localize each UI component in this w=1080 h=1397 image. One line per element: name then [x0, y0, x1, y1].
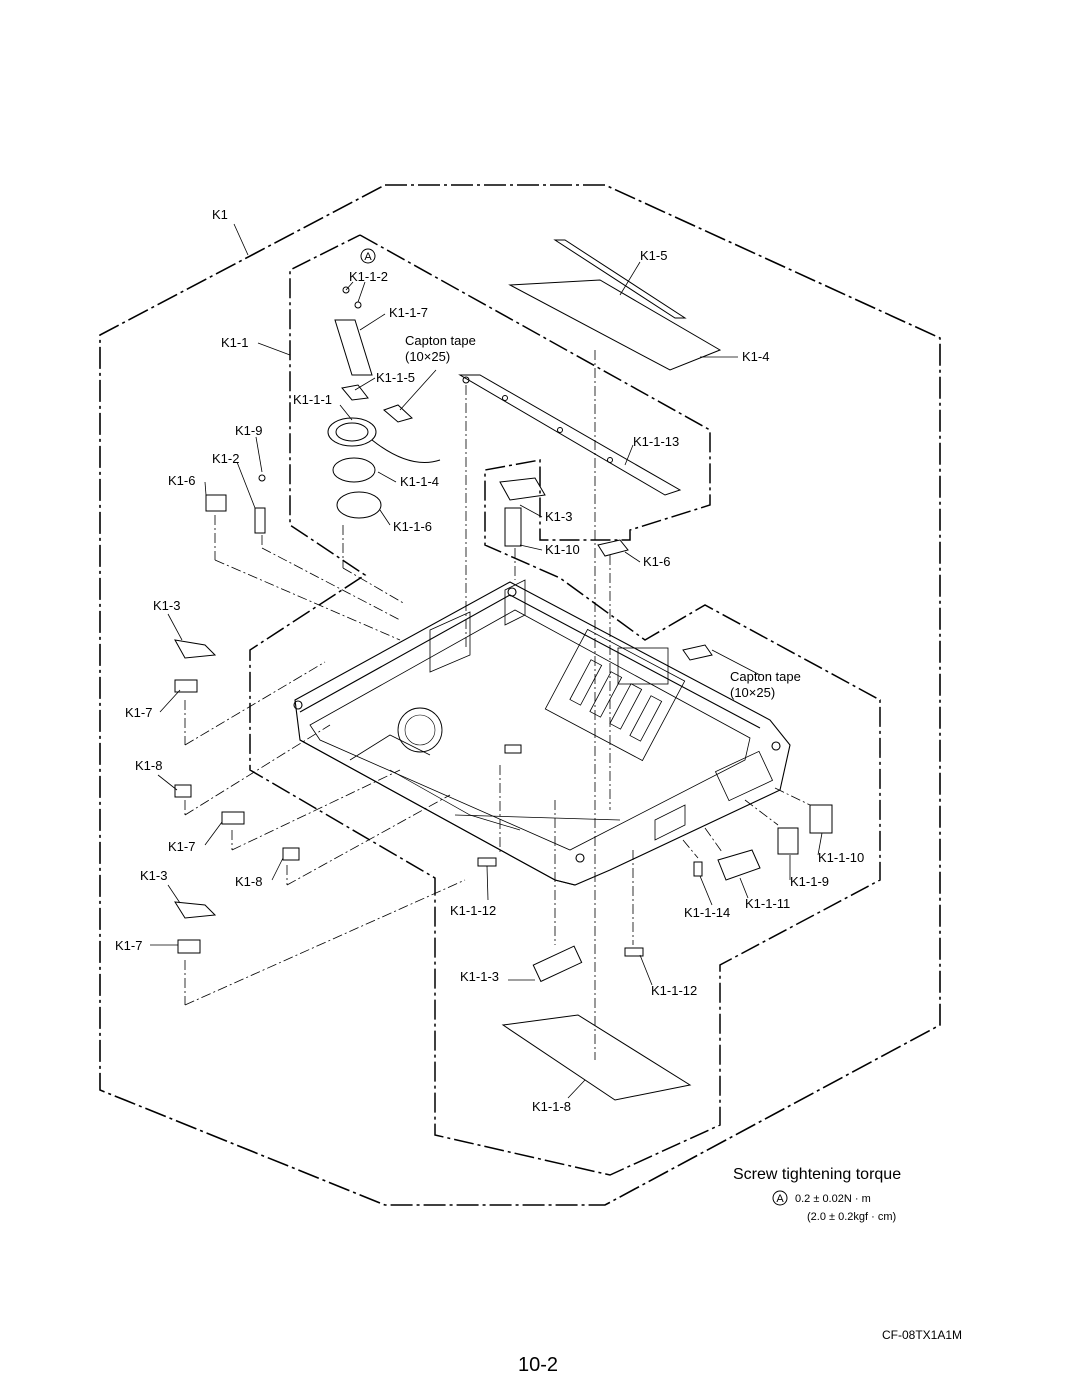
label-k1-8-a: K1-8	[135, 758, 162, 773]
callout-a-letter: A	[364, 251, 372, 263]
k1-8-block-a	[174, 784, 192, 798]
label-k1-1-7: K1-1-7	[389, 305, 428, 320]
label-capton-size-right: (10×25)	[730, 685, 775, 700]
label-capton-tape-right: Capton tape	[730, 669, 801, 684]
label-k1-1-8: K1-1-8	[532, 1099, 571, 1114]
label-k1-1-14: K1-1-14	[684, 905, 730, 920]
label-k1-1-1: K1-1-1	[293, 392, 332, 407]
k1-7-block-a	[174, 679, 198, 693]
label-k1-1-3: K1-1-3	[460, 969, 499, 984]
label-k1-1-12-a: K1-1-12	[450, 903, 496, 918]
k1-1-1-speaker	[327, 417, 377, 447]
k1-3-inset-tape	[499, 477, 546, 501]
part-labels: K1 K1-5 K1-1-2 K1-1-7 K1-1 Capton tape (…	[115, 207, 864, 1114]
k1-1-4-ring	[332, 457, 376, 483]
label-k1-1: K1-1	[221, 335, 248, 350]
k1-1-10-part	[809, 804, 833, 834]
screw-icon	[342, 286, 350, 294]
label-k1-3-left-bottom: K1-3	[140, 868, 167, 883]
k1-6-right-block	[597, 539, 629, 557]
k1-7-block-c	[177, 939, 201, 954]
label-k1-1-4: K1-1-4	[400, 474, 439, 489]
k1-8-block-b	[282, 847, 300, 861]
part-shapes	[174, 239, 833, 1101]
torque-title: Screw tightening torque	[733, 1166, 901, 1183]
label-k1-4: K1-4	[742, 349, 769, 364]
k1-6-left-block	[205, 494, 227, 512]
k1-1-12-b	[624, 947, 644, 957]
k1-1-14-clip	[693, 861, 703, 877]
label-k1-5: K1-5	[640, 248, 667, 263]
k1-1-case-drawing	[293, 579, 791, 886]
label-k1-1-9: K1-1-9	[790, 874, 829, 889]
subassembly-outline-k1-1	[249, 234, 881, 1176]
label-k1-9: K1-9	[235, 423, 262, 438]
k1-1-11-frame	[717, 849, 761, 881]
torque-marker-circle	[772, 1190, 788, 1206]
label-k1-3-inset: K1-3	[545, 509, 572, 524]
model-number: CF-08TX1A1M	[882, 1328, 962, 1342]
k1-2-clip	[254, 507, 266, 534]
k1-1-13-strip	[458, 374, 682, 496]
k1-1-9-part	[777, 827, 799, 855]
label-k1-6-left: K1-6	[168, 473, 195, 488]
k1-3-tape-bottom	[174, 901, 217, 919]
k1-7-block-b	[221, 811, 245, 825]
label-k1-2: K1-2	[212, 451, 239, 466]
callout-a-marker: A	[360, 248, 376, 264]
label-k1-8-b: K1-8	[235, 874, 262, 889]
label-capton-size-top: (10×25)	[405, 349, 450, 364]
label-k1-1-12-b: K1-1-12	[651, 983, 697, 998]
k1-1-8-sheet	[501, 1014, 692, 1101]
screw-icon	[258, 474, 266, 482]
label-k1-1-2: K1-1-2	[349, 269, 388, 284]
label-k1-6-right: K1-6	[643, 554, 670, 569]
label-k1: K1	[212, 207, 228, 222]
k1-1-12-a	[477, 857, 497, 867]
label-k1-1-13: K1-1-13	[633, 434, 679, 449]
torque-value-kgf: (2.0 ± 0.2kgf · cm)	[807, 1211, 896, 1223]
label-k1-10: K1-10	[545, 542, 580, 557]
k1-10-bracket	[504, 507, 522, 547]
assembly-outline-k1	[99, 184, 941, 1206]
k1-3-tape-top	[174, 639, 217, 659]
k1-1-7-bracket	[334, 319, 373, 376]
capton-tape-right	[682, 644, 713, 661]
label-k1-1-10: K1-1-10	[818, 850, 864, 865]
k1-1-5-tape	[341, 384, 369, 401]
explode-guide-lines	[184, 350, 811, 1060]
capton-tape-small	[383, 404, 413, 423]
torque-marker-letter: A	[776, 1193, 784, 1205]
label-k1-7-b: K1-7	[168, 839, 195, 854]
label-capton-tape-top: Capton tape	[405, 333, 476, 348]
k1-1-6-mesh	[336, 491, 382, 519]
label-k1-1-11: K1-1-11	[745, 896, 790, 911]
torque-spec: Screw tightening torque A 0.2 ± 0.02N · …	[733, 1166, 901, 1223]
page-number: 10-2	[518, 1354, 558, 1376]
screw-icon	[354, 301, 362, 309]
label-k1-1-6: K1-1-6	[393, 519, 432, 534]
k1-4-sheet	[508, 279, 722, 371]
leader-lines	[150, 223, 823, 1099]
k1-5-strip	[553, 239, 687, 319]
label-k1-1-5: K1-1-5	[376, 370, 415, 385]
label-k1-7-a: K1-7	[125, 705, 152, 720]
torque-value-nm: 0.2 ± 0.02N · m	[795, 1193, 871, 1205]
k1-1-3-block	[532, 945, 583, 983]
label-k1-3-left-top: K1-3	[153, 598, 180, 613]
label-k1-7-c: K1-7	[115, 938, 142, 953]
